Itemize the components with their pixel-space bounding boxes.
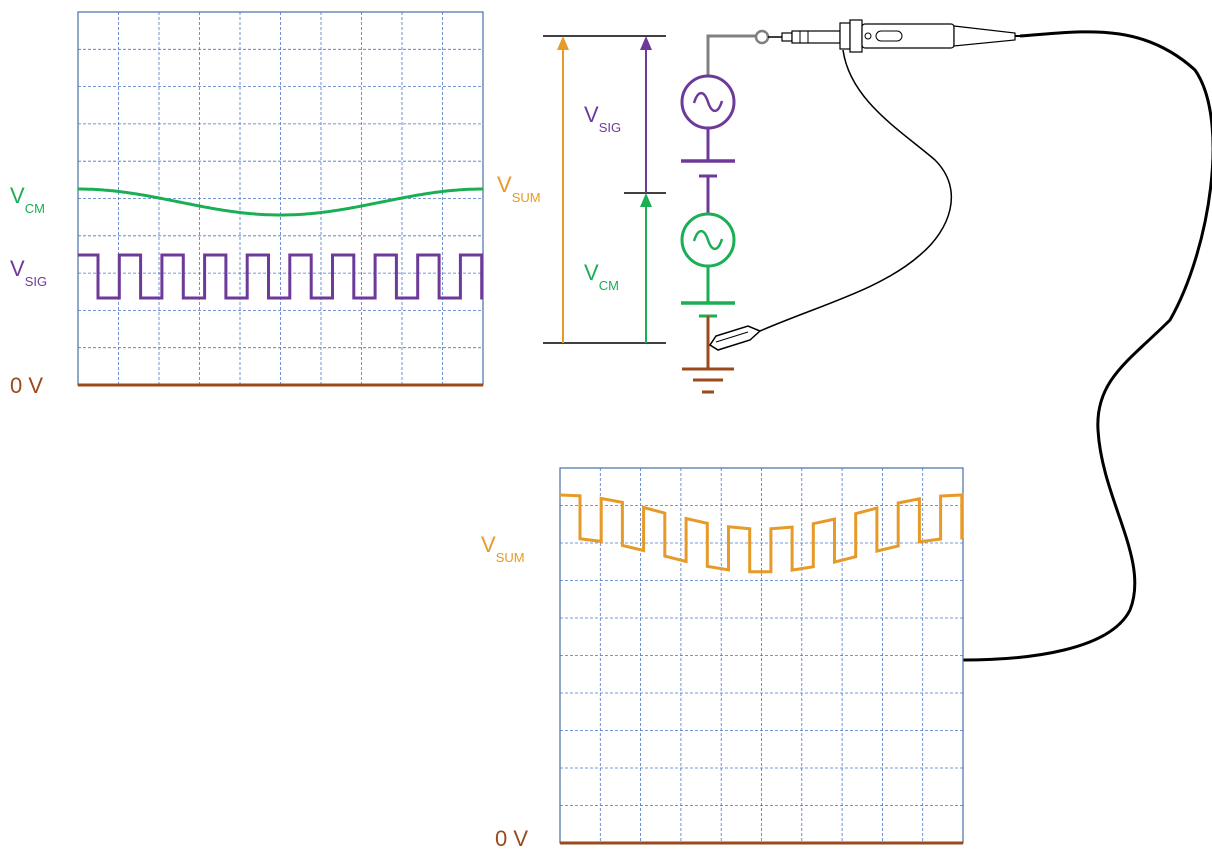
circuit-vcm-label: VCM	[584, 260, 619, 293]
top-vsig-label: VSIG	[10, 256, 47, 289]
top-zero-label: 0 V	[10, 373, 43, 398]
ac-source-top-icon	[680, 74, 736, 214]
probe-cable	[962, 30, 1212, 662]
ground-lead	[759, 49, 952, 332]
vsig-waveform	[78, 253, 484, 300]
bottom-scope-grid	[559, 467, 964, 844]
circuit-vsig-label: VSIG	[584, 102, 621, 135]
oscilloscope-probe-icon	[768, 19, 1020, 53]
vcm-arrow	[640, 193, 652, 343]
top-scope-grid	[77, 11, 484, 386]
bottom-vsum-label: VSUM	[481, 532, 525, 565]
vsig-arrow	[640, 36, 652, 193]
vsum-arrow	[557, 36, 569, 343]
vcm-waveform	[78, 187, 483, 217]
bottom-zero-label: 0 V	[495, 826, 528, 850]
circuit-vsum-label: VSUM	[497, 172, 541, 205]
probe-wire	[706, 34, 756, 76]
ground-clip-icon	[708, 325, 762, 351]
vsum-waveform	[559, 493, 964, 574]
bottom-scope: VSUM 0 V	[481, 467, 964, 850]
ac-source-bottom-icon	[680, 212, 736, 318]
top-vcm-label: VCM	[10, 183, 45, 216]
top-scope: VCM VSIG 0 V	[10, 11, 484, 398]
probe-tip-node	[754, 29, 770, 45]
ground-icon	[682, 316, 734, 394]
circuit: VSIG VCM VSUM	[497, 19, 1020, 394]
